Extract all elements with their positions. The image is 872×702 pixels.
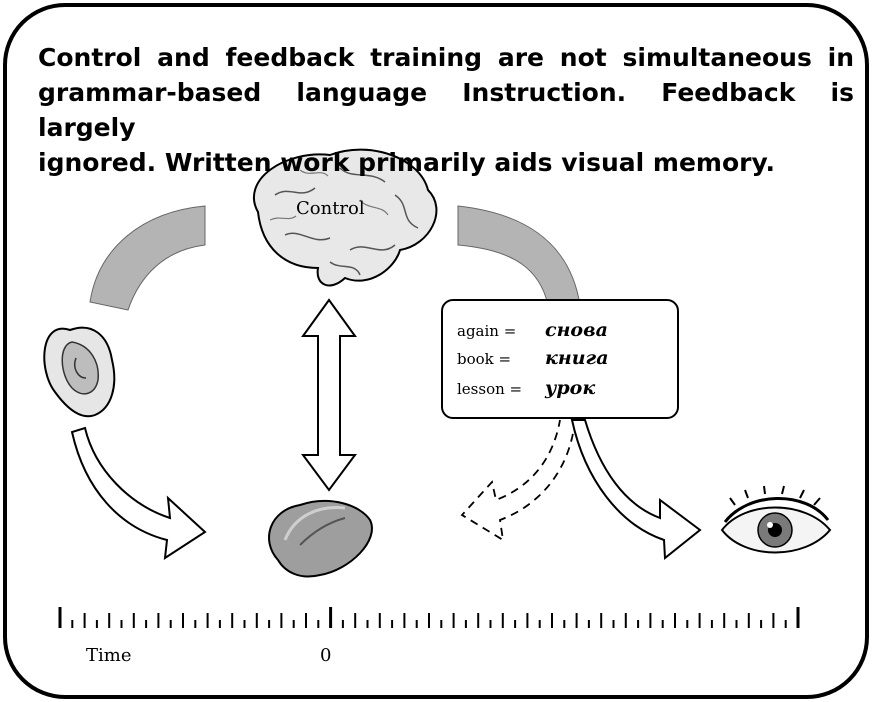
vocab-russian: книга: [545, 347, 609, 369]
vocab-russian: урок: [545, 377, 596, 399]
arrow-ear-to-tongue: [70, 426, 207, 560]
vocab-row-again: again = снова: [457, 319, 608, 345]
vocab-russian: снова: [545, 319, 608, 341]
timeline-label: Time: [86, 645, 132, 666]
tongue-icon: [268, 499, 373, 578]
vocab-english: book =: [457, 350, 512, 368]
ear-icon: [43, 326, 116, 418]
brain-label: Control: [296, 198, 365, 219]
arc-brain-to-eye: [457, 205, 581, 306]
brain-icon: [252, 148, 438, 287]
headline-line-3: ignored. Written work primarily aids vis…: [38, 148, 775, 177]
vocabulary-card: again = снова book = книга lesson = урок: [441, 299, 679, 419]
vocab-row-book: book = книга: [457, 347, 609, 373]
headline-line-1: Control and feedback training are not si…: [38, 43, 854, 72]
headline: Control and feedback training are not si…: [38, 40, 854, 180]
headline-line-2: grammar-based language Instruction. Feed…: [38, 78, 854, 142]
timeline-zero-label: 0: [320, 645, 332, 666]
vocab-row-lesson: lesson = урок: [457, 377, 595, 403]
vocab-english: lesson =: [457, 380, 523, 398]
dashed-feedback-arrow: [460, 419, 576, 542]
arc-ear-to-brain: [89, 205, 206, 311]
eye-icon: [720, 485, 832, 554]
control-feedback-double-arrow: [301, 298, 357, 492]
arrow-card-to-eye: [570, 419, 702, 560]
diagram-frame: [3, 3, 869, 699]
timeline: [58, 607, 800, 628]
vocab-english: again =: [457, 322, 517, 340]
